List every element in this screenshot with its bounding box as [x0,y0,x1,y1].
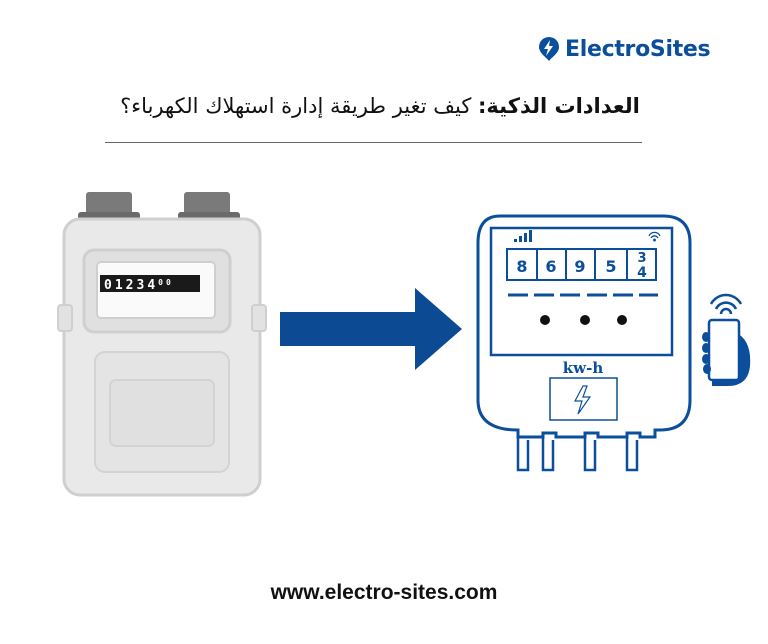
meter-digit-bottom: 4 [637,265,647,281]
smartphone-hand-icon [702,318,751,386]
divider [105,142,642,143]
svg-text:0123400: 0123400 [104,278,174,293]
meter-digit: 6 [545,257,556,276]
meter-digit: 5 [605,257,616,276]
arrow-right-icon [280,288,462,370]
wifi-icon [648,231,661,242]
gas-digit: 3 [136,278,147,293]
page-title: العدادات الذكية: كيف تغير طريقة إدارة اس… [100,94,660,118]
indicator-dots [540,315,627,325]
meter-digit-top: 3 [637,251,646,266]
footer-url[interactable]: www.electro-sites.com [270,581,498,604]
bolt-pin-icon [539,37,559,61]
meter-digit: 9 [574,257,585,276]
gas-digit: 1 [115,278,126,293]
gas-digit: 4 [147,278,158,293]
title-rest: كيف تغير طريقة إدارة استهلاك الكهرباء؟ [120,94,479,118]
gas-digit: 2 [126,278,137,293]
gas-meter: 0123400 [57,192,267,497]
meter-digit: 8 [516,257,527,276]
gas-digit: 0 [104,278,115,293]
signal-bars-icon [514,230,532,242]
gas-fraction: 00 [158,278,174,287]
phone-wifi-icon [709,293,743,315]
brand-name: ElectroSites [565,36,711,62]
unit-label: kw-h [563,359,604,377]
brand-logo: ElectroSites [538,36,711,62]
smart-meter [476,214,692,472]
title-bold: العدادات الذكية: [478,94,640,118]
